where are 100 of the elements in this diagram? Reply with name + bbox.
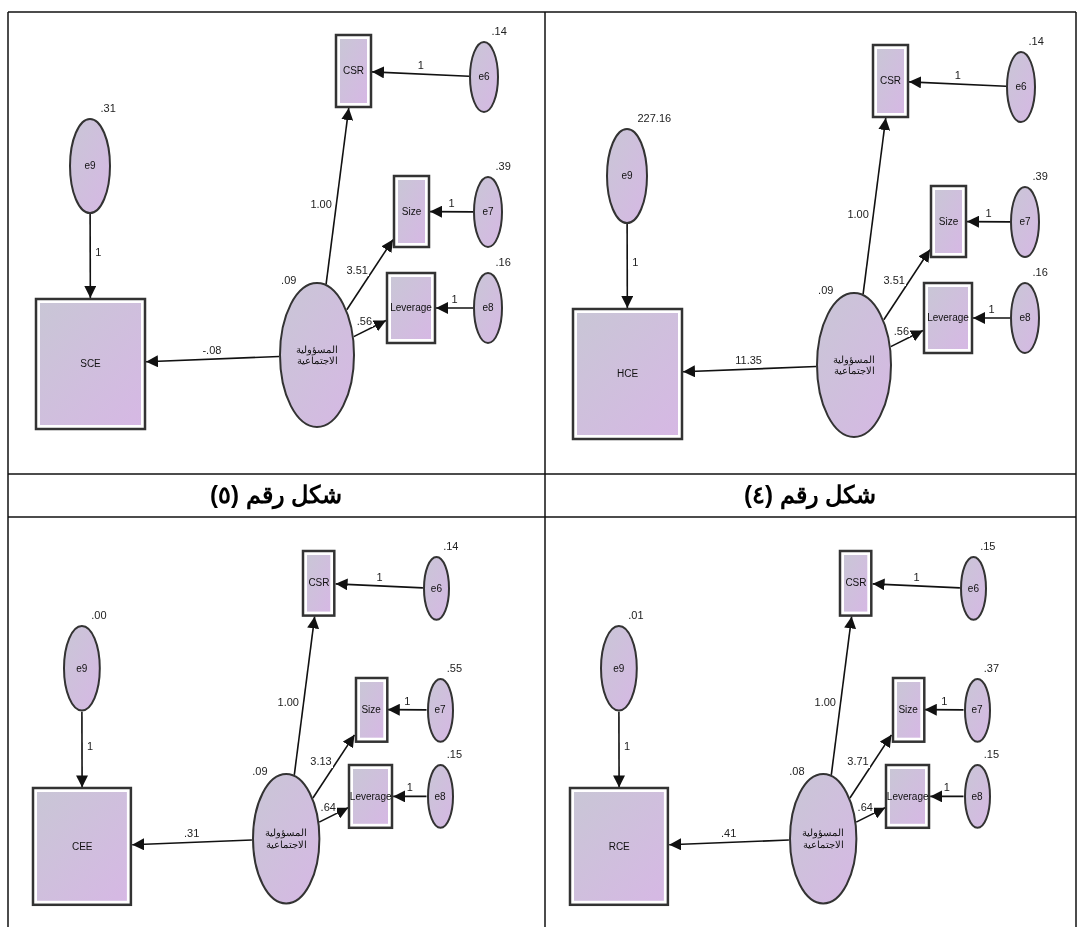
outcome-box: RCE <box>569 787 670 907</box>
edge-label: 1 <box>94 245 103 258</box>
variance-label: .14 <box>1028 35 1044 47</box>
arrow <box>929 790 965 803</box>
error-ellipse: e7 <box>426 677 454 743</box>
arrow <box>318 806 349 823</box>
arrow <box>429 205 474 218</box>
error-ellipse: e7 <box>1010 186 1040 258</box>
edge-label: 1.00 <box>276 696 300 709</box>
edge-label: 1.00 <box>846 207 870 220</box>
edge-label: 1.00 <box>309 197 333 210</box>
variance-label: .37 <box>983 661 1000 674</box>
variable-box: Leverage <box>923 282 973 354</box>
error-ellipse: e6 <box>422 556 450 621</box>
edge-label: .31 <box>183 827 201 840</box>
arrow <box>966 215 1011 228</box>
variance-label: .55 <box>446 661 463 674</box>
edge-label: 1 <box>912 570 921 583</box>
arrow <box>621 223 634 309</box>
arrow <box>908 76 1007 89</box>
edge-label: .41 <box>720 827 738 840</box>
edge-label: 1 <box>942 781 951 794</box>
edge-label: 1 <box>375 570 384 583</box>
figure-caption: شكل رقم (٥) <box>210 481 343 509</box>
arrow <box>145 355 280 368</box>
error-ellipse: e7 <box>473 176 503 248</box>
edge-label: 1 <box>984 206 993 219</box>
arrow <box>883 248 931 321</box>
arrow <box>131 838 253 851</box>
error-ellipse: e8 <box>426 764 454 829</box>
edge-label: 3.51 <box>345 263 369 276</box>
arrow <box>371 66 470 79</box>
variable-box: Leverage <box>386 272 436 344</box>
error-ellipse: e9 <box>69 118 111 214</box>
variable-box: Leverage <box>348 764 394 829</box>
arrow <box>855 806 886 823</box>
arrow <box>972 312 1011 324</box>
variance-label: .31 <box>100 102 116 114</box>
error-ellipse: e6 <box>959 556 987 621</box>
error-ellipse: e8 <box>473 272 503 344</box>
edge-label: 3.71 <box>846 755 870 768</box>
edge-label: .56 <box>355 314 374 327</box>
edge-label: .64 <box>319 800 337 813</box>
edge-label: 1 <box>447 196 456 209</box>
arrow <box>889 329 924 348</box>
error-ellipse: e6 <box>1006 51 1036 123</box>
arrow <box>871 578 961 591</box>
figure-caption: شكل رقم (٤) <box>744 481 877 509</box>
arrow <box>392 790 428 803</box>
arrow <box>435 302 474 314</box>
variance-label: .15 <box>980 540 996 553</box>
arrow <box>84 213 97 299</box>
variance-label: .39 <box>1032 170 1048 182</box>
arrow <box>346 238 394 311</box>
edge-label: 1 <box>450 293 459 306</box>
edge-label: 1 <box>405 781 414 794</box>
variable-box: Size <box>930 185 967 258</box>
variance-label: .15 <box>983 748 1000 760</box>
variable-box: Size <box>891 676 925 743</box>
error-ellipse: e9 <box>606 128 648 224</box>
error-ellipse: e9 <box>62 625 101 712</box>
variable-box: Size <box>393 175 430 248</box>
edge-label: 1.00 <box>813 696 837 709</box>
edge-label: 1 <box>623 739 632 752</box>
variance-label: .01 <box>628 609 644 622</box>
edge-label: 11.35 <box>734 354 763 367</box>
variance-label: .39 <box>495 160 511 172</box>
variance-label: .16 <box>495 256 511 268</box>
variable-box: CSR <box>335 34 372 108</box>
arrow <box>334 578 424 591</box>
edge-label: .64 <box>856 800 874 813</box>
arrow <box>830 615 857 776</box>
variance-label: .00 <box>91 609 107 622</box>
variable-box: Size <box>354 676 388 743</box>
edge-label: 1 <box>403 694 412 707</box>
edge-label: 1 <box>416 59 425 72</box>
variable-box: CSR <box>302 549 336 617</box>
variable-box: Leverage <box>885 764 931 829</box>
arrow <box>668 838 790 851</box>
arrow <box>849 734 893 799</box>
edge-label: 1 <box>940 694 949 707</box>
arrow <box>312 734 356 799</box>
variance-label: 227.16 <box>637 112 672 124</box>
edge-label: 1 <box>987 303 996 316</box>
error-ellipse: e7 <box>963 677 991 743</box>
edge-label: 1 <box>86 739 95 752</box>
arrow <box>924 703 965 716</box>
outcome-box: CEE <box>32 787 133 907</box>
edge-label: .56 <box>892 324 911 337</box>
variance-label: .14 <box>491 25 507 37</box>
arrow <box>325 107 354 285</box>
variance-label: .15 <box>446 748 463 760</box>
arrow <box>387 703 428 716</box>
outcome-box: SCE <box>35 298 146 430</box>
edge-label: 3.51 <box>882 273 906 286</box>
arrow <box>76 711 89 789</box>
edge-label: 1 <box>631 255 640 268</box>
variance-label: .14 <box>443 540 459 553</box>
error-ellipse: e6 <box>469 41 499 113</box>
error-ellipse: e9 <box>599 625 638 712</box>
